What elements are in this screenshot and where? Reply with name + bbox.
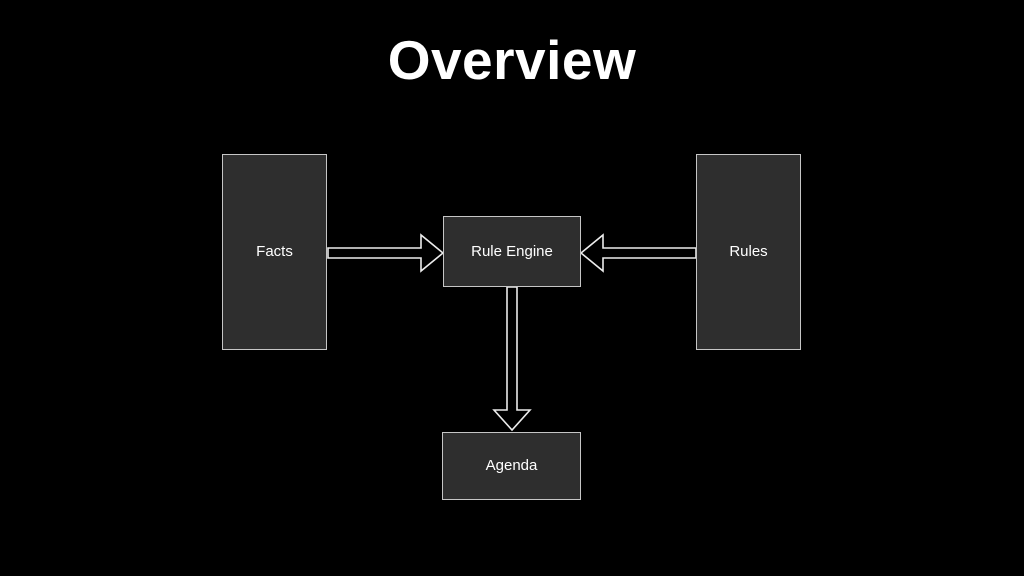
diagram-node-agenda: Agenda (442, 432, 581, 500)
slide-title: Overview (387, 29, 637, 91)
node-label-facts: Facts (256, 243, 293, 260)
arrow-facts-to-rule-engine-icon (327, 233, 445, 273)
arrow-rules-to-rule-engine-icon (579, 233, 697, 273)
diagram-node-rules: Rules (696, 154, 801, 350)
diagram-node-facts: Facts (222, 154, 327, 350)
node-label-agenda: Agenda (485, 457, 538, 474)
arrow-rule-engine-to-agenda-icon (492, 286, 532, 432)
diagram-node-rule-engine: Rule Engine (443, 216, 581, 287)
node-label-rules: Rules (729, 243, 768, 260)
node-label-rule-engine: Rule Engine (471, 242, 553, 260)
